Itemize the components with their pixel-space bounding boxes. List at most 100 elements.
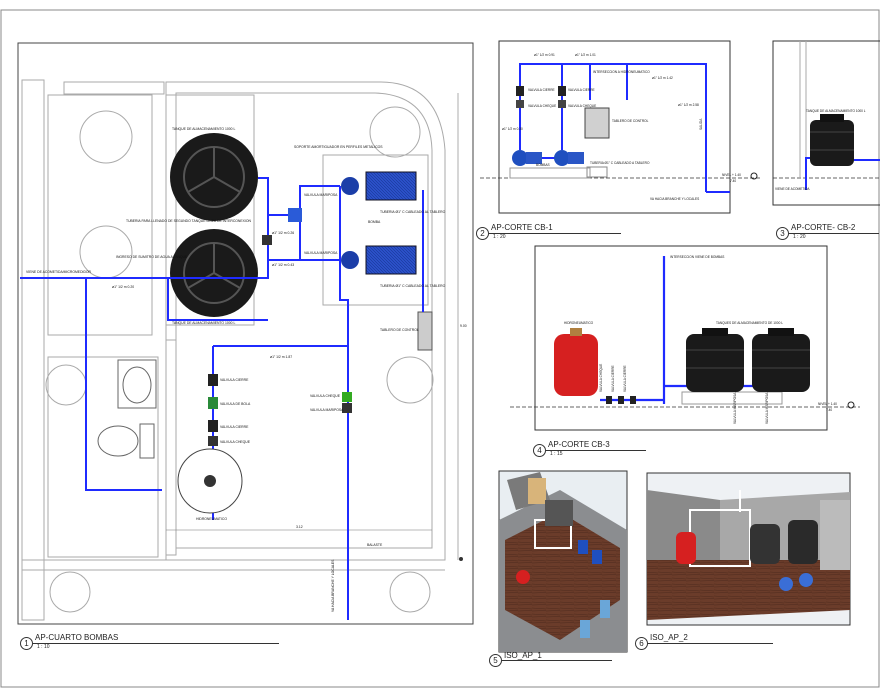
plan-view: TANQUE DE ALMACENAMIENTO 1000 L TANQUE D… [20, 79, 467, 621]
cb3-label-1: HIDRONEUMATICO [564, 321, 594, 325]
view-rule-4 [546, 450, 646, 451]
plan-pump-bottom [341, 245, 417, 275]
cb2-tank [810, 114, 854, 166]
view-scale-4: 1 : 15 [550, 451, 563, 457]
view-number-5: 5 [489, 654, 502, 667]
plan-pipes [20, 177, 424, 620]
plan-label-pumps: BOMBA [368, 220, 381, 224]
plan-pump-top [341, 171, 417, 201]
plan-label-valve-check-r: VALVULA CHEQUE [310, 394, 341, 398]
plan-label-supply-in: VIENE DE ACOMETIDA/MICROMEDIDOR [26, 270, 92, 274]
section-cb1: VALVULA CIERRE VALVULA CIERRE VALVULA CH… [480, 40, 760, 214]
toilet-fixture [97, 423, 155, 459]
plan-label-tank-top: TANQUE DE ALMACENAMIENTO 1000 L [172, 127, 235, 131]
plan-dim-width: 3.12 [296, 525, 303, 529]
plan-label-pipe: TUBERIA Ø1" C CABLEADO AL TABLERO [380, 210, 446, 214]
cb1-label-1: VALVULA CIERRE [568, 88, 595, 92]
view-name-2: AP-CORTE CB-1 [491, 223, 553, 232]
cb1-dim-2: ø1" 1/2 m 0.30 [502, 127, 523, 131]
cb1-label-3: VALVULA CHEQUE [568, 104, 596, 108]
cb1-label-9: VA HACIA BRANCHE Y LOCALES [650, 197, 699, 201]
cb3-label-7: VALVULA MARIPOSA [765, 392, 769, 424]
section-cb2: TANQUE DE ALMACENAMIENTO 1000 L VIENE DE… [772, 40, 880, 206]
cb1-dim-3: ø1" 1/2 m 1.42 [652, 76, 673, 80]
cb1-label-4: TABLERO DE CONTROL [612, 119, 649, 123]
plan-label-fill-pipe: TUBERIA PARA LLENADO DE SEGUNDO TANQUE L… [126, 219, 251, 223]
plan-label-butterfly-2: VALVULA MARIPOSA [304, 251, 338, 255]
cb2-label-1: VIENE DE ACOMETIDA [775, 187, 810, 191]
cb3-label-2: TANQUES DE ALMACENAMIENTO DE 1000 L [716, 321, 783, 325]
view-rule-3 [789, 233, 879, 234]
plan-control-board [417, 311, 433, 351]
plan-tank-top [170, 133, 258, 221]
plan-dim-d: ø1" 1/2 m 1.87 [270, 355, 292, 359]
plan-label-butterfly-r: VALVULA MARIPOSA [310, 408, 344, 412]
iso-1-render [498, 470, 628, 653]
section-cb3: INTERSECCION VIENE DE BOMBAS HIDRONEUMAT… [510, 245, 860, 431]
view-name-6: ISO_AP_2 [650, 633, 688, 642]
plan-valves [208, 208, 352, 446]
view-rule-5 [502, 660, 612, 661]
cb2-label-0: TANQUE DE ALMACENAMIENTO 1000 L [806, 109, 866, 113]
cb1-label-5: BOMBAS [536, 163, 550, 167]
plan-label-valve-check: VALVULA CHEQUE [220, 440, 251, 444]
view-name-4: AP-CORTE CB-3 [548, 440, 610, 449]
cb3-label-5: VALVULA CIERRE [623, 365, 627, 392]
plan-label-supply-return: INGRESO DE SUMITRO DE AGUA A TANQUE [116, 255, 188, 259]
cb1-label-2: VALVULA CHEQUE [528, 104, 556, 108]
cb3-level-sub: 7.40 [826, 408, 832, 412]
cb3-valves [606, 396, 636, 404]
plan-label-control-board: TABLERO DE CONTROL [380, 328, 419, 332]
view-rule-1 [33, 643, 279, 644]
plan-dimensions [166, 93, 459, 560]
view-number-2: 2 [476, 227, 489, 240]
cb2-pipes [805, 157, 880, 190]
cb3-label-6: VALVULA MARIPOSA [733, 392, 737, 424]
sink-fixture [117, 359, 157, 409]
view-name-5: ISO_AP_1 [504, 651, 542, 660]
cb1-pumps [512, 150, 584, 166]
cb1-label-7: INTERSECCION A HIDRONEUMATICO [593, 70, 650, 74]
cb3-tanks [686, 328, 810, 392]
view-name-3: AP-CORTE- CB-2 [791, 223, 856, 232]
cb1-control-board [584, 107, 610, 139]
view-rule-2 [489, 233, 621, 234]
cb3-label-4: VALVULA CIERRE [611, 365, 615, 392]
sheet-frame [0, 9, 880, 688]
view-number-1: 1 [20, 637, 33, 650]
cb1-dim-0: ø1" 1/2 m 0.91 [534, 53, 555, 57]
view-scale-1: 1 : 10 [37, 644, 50, 650]
plan-grid-marker [459, 557, 463, 561]
view-number-4: 4 [533, 444, 546, 457]
plan-label-pipe-2: TUBERIA Ø1" C CABLEADO AL TABLERO [380, 284, 446, 288]
cb1-level-marker [750, 172, 758, 180]
plan-label-valve-close-2: VALVULA CIERRE [220, 425, 249, 429]
cb1-dim-4: ø1" 1/2 m 2.58 [678, 103, 699, 107]
plan-label-butterfly-1: VALVULA MARIPOSA [304, 193, 338, 197]
cb1-label-0: VALVULA CIERRE [528, 88, 555, 92]
plan-label-balaste: BALASTE [367, 543, 383, 547]
cb1-valves [516, 86, 566, 108]
view-rule-6 [648, 643, 773, 644]
iso-2-render [646, 472, 851, 626]
cb1-label-6: TUBERIA Ø1" C CABLEADO A TABLERO [590, 161, 650, 165]
plan-label-out: VA HACIA BRANCHE Y LOCALES [331, 559, 335, 612]
plan-label-valve-ball: VALVULA DE BOLA [220, 402, 251, 406]
cb1-level-sub: 7.40 [730, 179, 736, 183]
view-scale-3: 1 : 20 [793, 234, 806, 240]
view-scale-2: 1 : 20 [493, 234, 506, 240]
plan-dim-c: ø1" 1/2 m 0.43 [272, 263, 294, 267]
cb3-level: NIVEL + 1.40 [818, 402, 837, 406]
view-number-6: 6 [635, 637, 648, 650]
cb3-label-0: INTERSECCION VIENE DE BOMBAS [670, 255, 724, 259]
plan-dim-height: 9.00 [460, 324, 467, 328]
cb1-label-8: SALIDA [699, 118, 703, 130]
plan-hydropneumatic [177, 448, 243, 514]
cb1-dim-1: ø1" 1/2 m 1.01 [575, 53, 596, 57]
cb1-level: NIVEL + 1.40 [722, 173, 741, 177]
view-number-3: 3 [776, 227, 789, 240]
plan-label-tank-bottom: TANQUE DE ALMACENAMIENTO 1000 L [172, 321, 235, 325]
plan-walls [21, 79, 446, 621]
